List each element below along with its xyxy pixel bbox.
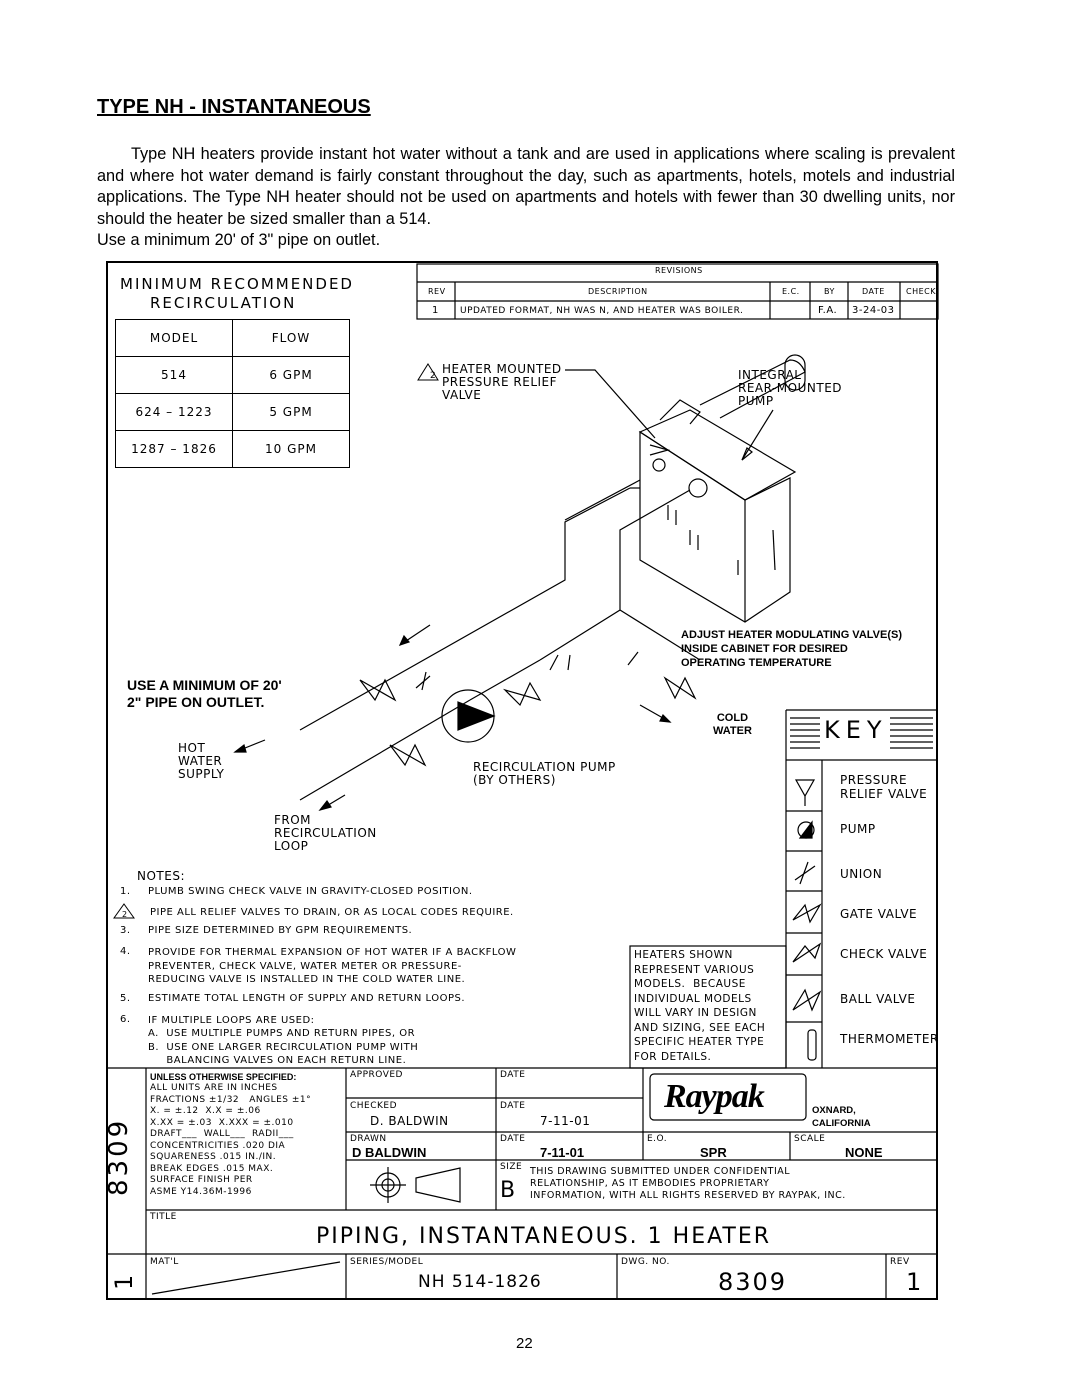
key-item: PUMP [840,822,876,836]
key-title: KEY [824,716,888,744]
note-text: PIPE SIZE DETERMINED BY GPM REQUIREMENTS… [148,925,413,936]
intro-paragraph: Type NH heaters provide instant hot wate… [97,144,955,230]
confidential-notice: THIS DRAWING SUBMITTED UNDER CONFIDENTIA… [530,1166,846,1201]
callout-min-pipe: USE A MINIMUM OF 20' 2" PIPE ON OUTLET. [127,677,282,710]
dwg-value: 8309 [718,1268,788,1296]
note-number: 4. [120,946,131,957]
flow-cell: 1287 – 1826 [115,430,233,468]
scale-value: NONE [845,1145,883,1160]
flow-header-model: MODEL [115,319,233,357]
note-number: 6. [120,1013,131,1025]
rev-cell: 3-24-03 [852,305,895,316]
note-item: 3. PIPE SIZE DETERMINED BY GPM REQUIREMEN… [120,925,630,940]
callout-recirc-pump: RECIRCULATION PUMP (BY OTHERS) [473,760,616,787]
rev-cell: 1 [432,305,439,316]
note-number: 3. [120,925,131,936]
note-item: 5. ESTIMATE TOTAL LENGTH OF SUPPLY AND RE… [120,993,630,1008]
date-label: DATE [500,1101,526,1111]
callout-integral-pump: INTEGRAL REAR-MOUNTED PUMP [738,368,843,408]
flow-cell: 514 [115,356,233,394]
series-label: SERIES/MODEL [350,1257,424,1267]
drawn-date: 7-11-01 [540,1145,585,1160]
rev-header: DESCRIPTION [588,287,648,296]
drawn-by: D BALDWIN [352,1145,427,1160]
heaters-note: HEATERS SHOWN REPRESENT VARIOUS MODELS. … [634,949,766,1063]
key-item: GATE VALVE [840,907,918,921]
flow-header-flow: FLOW [232,319,350,357]
eo-label: E.O. [647,1134,668,1144]
pipe-note: Use a minimum 20' of 3" pipe on outlet. [97,231,381,249]
notes-list: 1. PLUMB SWING CHECK VALVE IN GRAVITY-CLO… [120,886,630,1068]
checked-by: D. BALDWIN [370,1114,449,1128]
note-item: 2 PIPE ALL RELIEF VALVES TO DRAIN, OR AS … [120,907,630,922]
company-location: OXNARD, CALIFORNIA [812,1105,871,1129]
note-number: 1. [120,886,131,897]
raypak-logo: Raypak [664,1078,765,1115]
key-item: PRESSURE RELIEF VALVE [840,773,928,801]
note-item: 6. IF MULTIPLE LOOPS ARE USED: A. USE MUL… [120,1014,630,1068]
note-text: PROVIDE FOR THERMAL EXPANSION OF HOT WAT… [148,947,517,985]
rev-header: CHECK [906,287,936,296]
series-value: NH 514-1826 [418,1272,542,1292]
recirc-title-1: MINIMUM RECOMMENDED [120,275,354,293]
flow-cell: 5 GPM [232,393,350,431]
recirc-title-2: RECIRCULATION [150,294,297,312]
drawing-sheet [106,261,938,1300]
rev-label: REV [890,1257,910,1267]
intro-text: Type NH heaters provide instant hot wate… [97,145,955,228]
drawing-title: PIPING, INSTANTANEOUS. 1 HEATER [316,1224,772,1249]
title-label: TITLE [150,1212,177,1222]
rev-header: REV [428,287,446,296]
rev-header: BY [824,287,835,296]
date-label: DATE [500,1134,526,1144]
note-text: PLUMB SWING CHECK VALVE IN GRAVITY-CLOSE… [148,886,473,897]
drawn-label: DRAWN [350,1134,387,1144]
note-number: 5. [120,992,131,1004]
rev-cell: UPDATED FORMAT, NH WAS N, AND HEATER WAS… [460,306,744,316]
rev-cell: F.A. [818,305,838,316]
note-number: 2 [122,910,128,919]
flow-cell: 6 GPM [232,356,350,394]
scale-label: SCALE [794,1134,826,1144]
note-text: IF MULTIPLE LOOPS ARE USED: A. USE MULTI… [148,1014,419,1067]
unless-specified: UNLESS OTHERWISE SPECIFIED: [150,1072,297,1082]
note-item: 4. PROVIDE FOR THERMAL EXPANSION OF HOT W… [120,946,630,987]
matl-label: MAT'L [150,1257,179,1267]
rev-header: E.C. [782,287,800,296]
key-item: UNION [840,867,883,881]
date-label: DATE [500,1070,526,1080]
revisions-title: REVISIONS [655,266,703,275]
callout-adjust-valve: ADJUST HEATER MODULATING VALVE(S) INSIDE… [681,629,903,669]
flow-table: MODEL FLOW 514 6 GPM 624 – 1223 5 GPM 12… [115,319,350,468]
side-rev: 1 [110,1274,138,1290]
flow-cell: 10 GPM [232,430,350,468]
key-item: THERMOMETER [840,1032,939,1046]
checked-date: 7-11-01 [540,1114,591,1128]
eo-value: SPR [700,1145,727,1160]
checked-label: CHECKED [350,1101,398,1111]
rev-header: DATE [862,287,885,296]
page-number: 22 [516,1335,533,1352]
notes-title: NOTES: [137,869,185,883]
page-heading: TYPE NH - INSTANTANEOUS [97,96,371,118]
approved-label: APPROVED [350,1070,403,1080]
key-item: CHECK VALVE [840,947,928,961]
note-item: 1. PLUMB SWING CHECK VALVE IN GRAVITY-CLO… [120,886,630,901]
note-text: PIPE ALL RELIEF VALVES TO DRAIN, OR AS L… [150,907,514,918]
key-item: BALL VALVE [840,992,916,1006]
size-value: B [500,1178,516,1203]
callout-from-loop: FROM RECIRCULATION LOOP [274,813,377,853]
callout-hot-water: HOT WATER SUPPLY [178,741,225,781]
dwg-label: DWG. NO. [621,1257,670,1267]
tolerance-specs: ALL UNITS ARE IN INCHES FRACTIONS ±1/32 … [150,1083,312,1197]
side-dwg-number: 8309 [104,1117,134,1196]
rev-value: 1 [906,1268,922,1296]
relief-marker: 2 [430,371,437,381]
size-label: SIZE [500,1162,523,1172]
note-text: ESTIMATE TOTAL LENGTH OF SUPPLY AND RETU… [148,992,466,1004]
callout-cold-water: COLD WATER [713,712,752,737]
callout-relief-valve: HEATER MOUNTED PRESSURE RELIEF VALVE [442,362,562,402]
flow-cell: 624 – 1223 [115,393,233,431]
